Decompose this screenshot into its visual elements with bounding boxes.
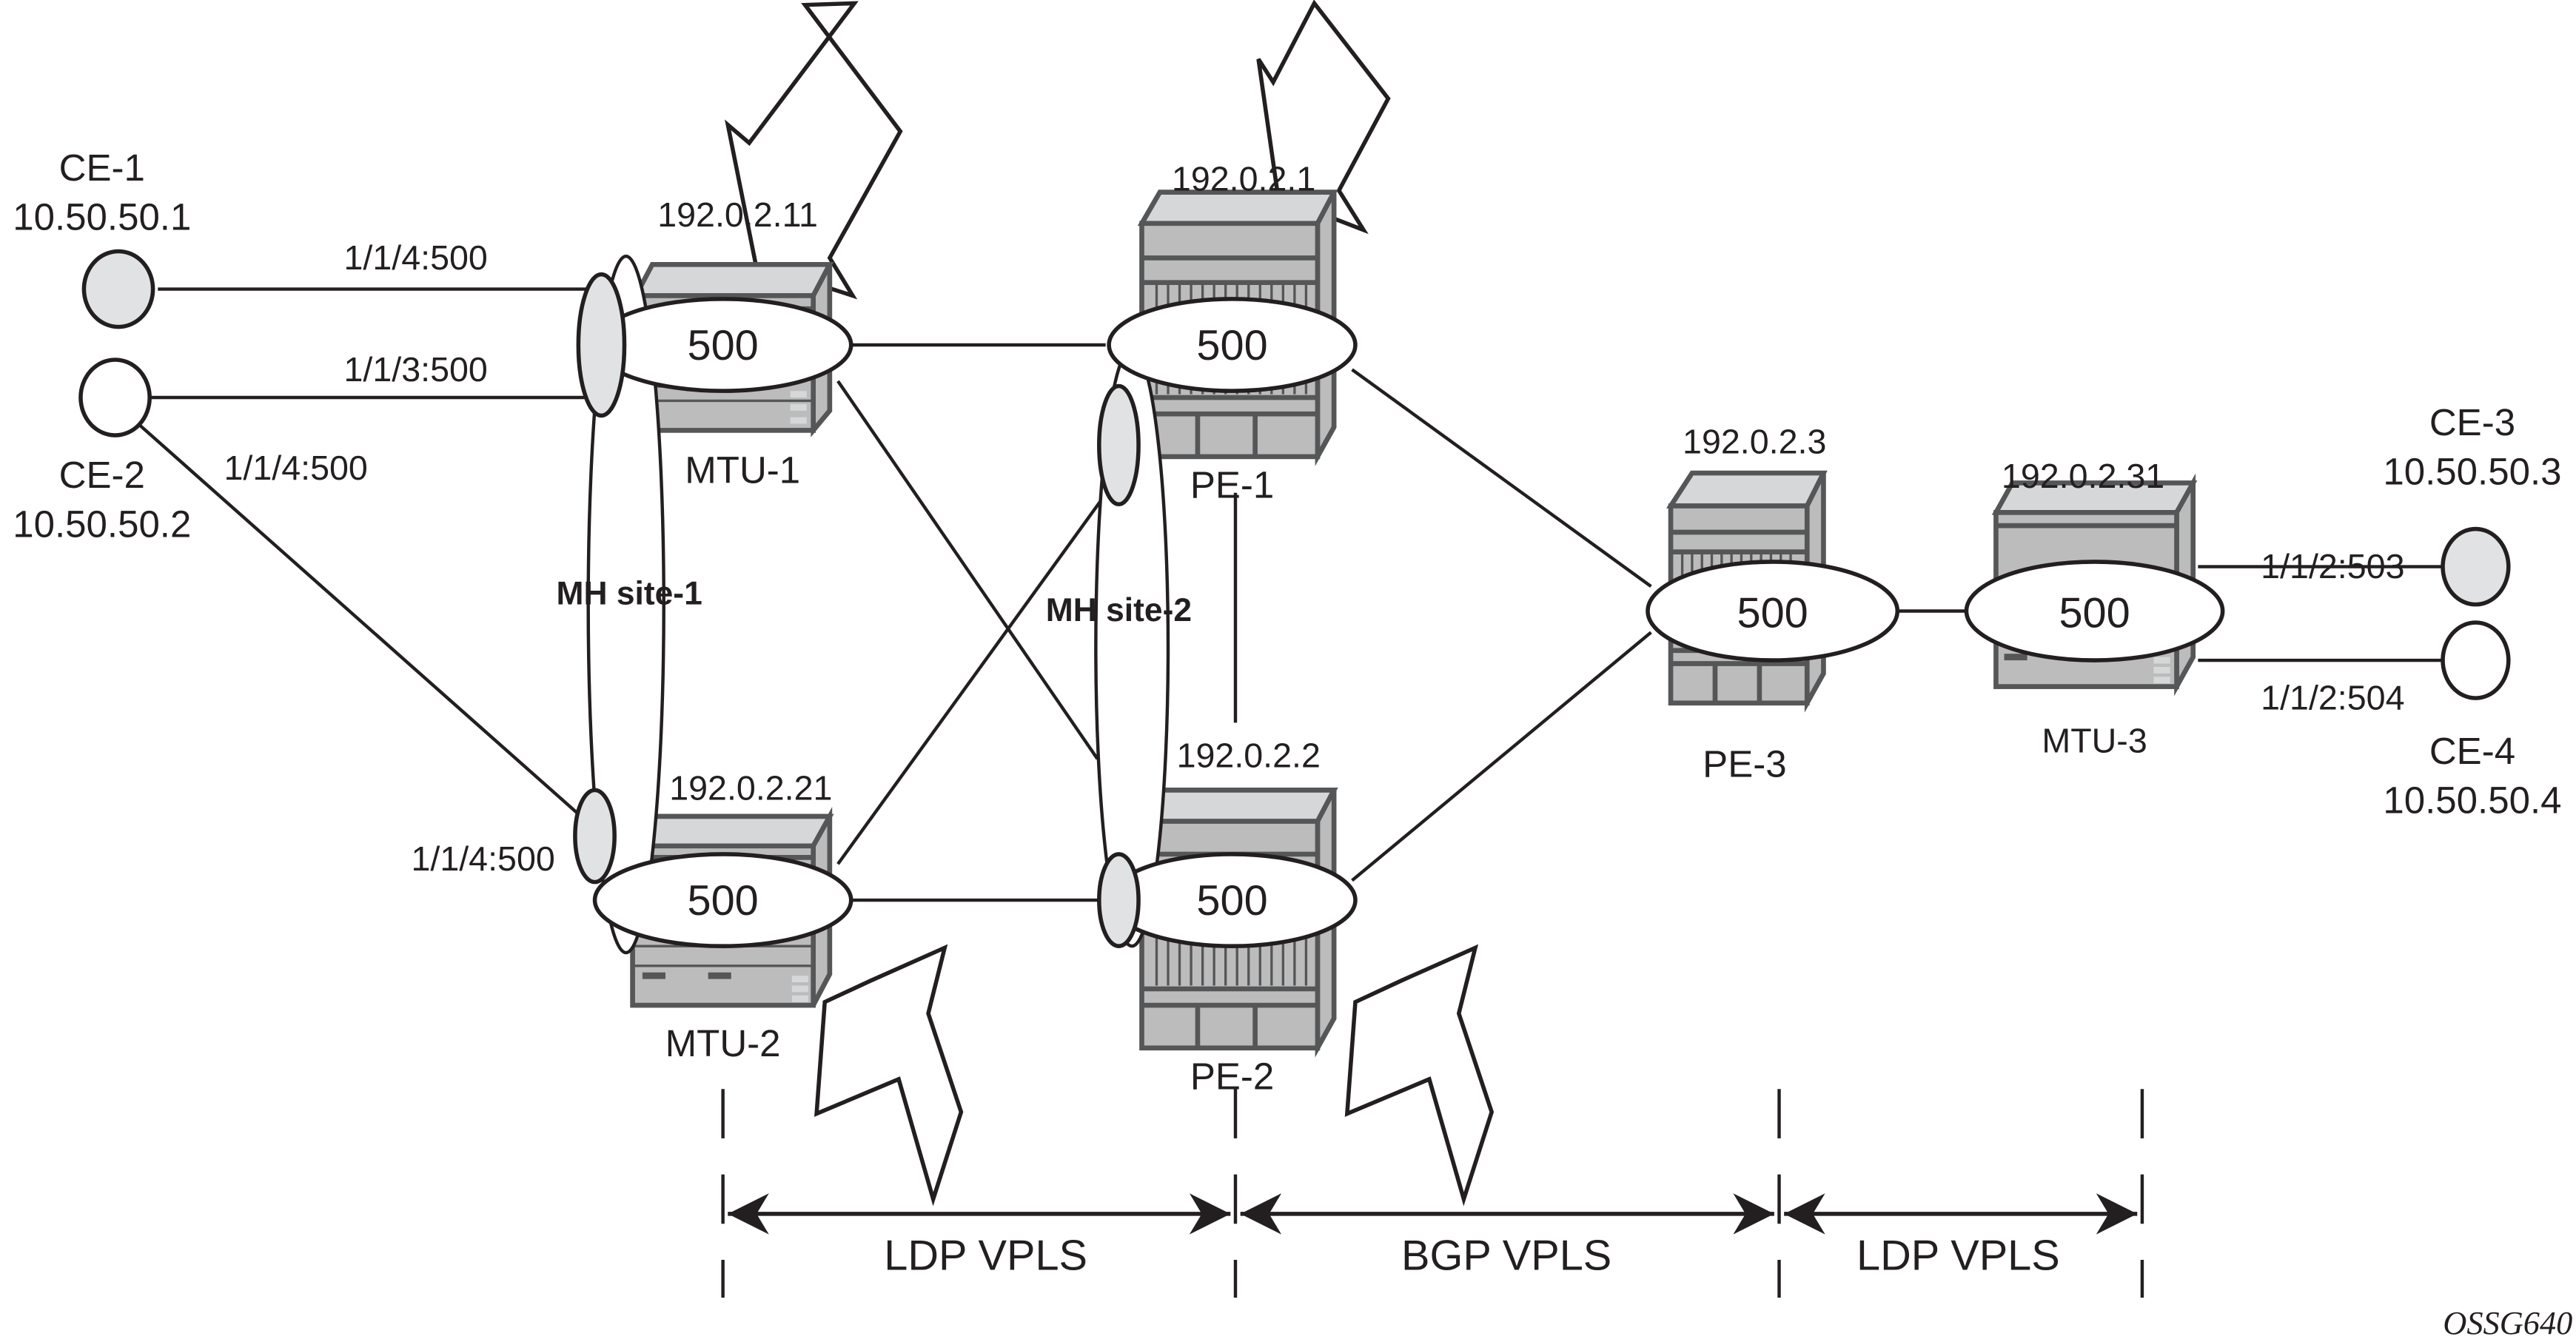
figure-id: OSSG640 — [2443, 1304, 2572, 1341]
mh-site-1-ellipse — [586, 254, 665, 955]
mh-site-1-label: MH site-1 — [557, 576, 702, 612]
mtu1-name: MTU-1 — [685, 449, 800, 491]
link-ce2-mtu2 — [137, 422, 588, 823]
service-mtu2[interactable]: 500 — [592, 852, 853, 948]
service-pe1[interactable]: 500 — [1107, 297, 1358, 393]
service-id-pe1: 500 — [1196, 322, 1267, 369]
mtu2-ip: 192.0.2.21 — [669, 769, 832, 808]
sap-label-mtu3-ce4: 1/1/2:504 — [2261, 679, 2404, 717]
mtu1-ip: 192.0.2.11 — [657, 195, 818, 234]
bottom-arrow-mtu2-icon — [814, 944, 964, 1207]
mh-site-2-label: MH site-2 — [1046, 592, 1192, 628]
link-mtu2-pe1 — [836, 459, 1132, 865]
pe1-name: PE-1 — [1190, 463, 1274, 506]
pe3-ip: 192.0.2.3 — [1683, 422, 1826, 460]
pe2-ip: 192.0.2.2 — [1177, 736, 1321, 774]
mtu2-name: MTU-2 — [665, 1022, 781, 1064]
ce1-ip: 10.50.50.1 — [13, 196, 191, 238]
top-arrow-mtu1-icon — [725, 1, 903, 300]
service-id-pe3: 500 — [1737, 590, 1808, 637]
sap-mtu1 — [576, 272, 627, 418]
link-mtu1-pe2 — [836, 380, 1099, 760]
service-id-pe2: 500 — [1196, 877, 1267, 925]
ce4-node[interactable] — [2441, 620, 2511, 700]
service-id-mtu2: 500 — [688, 877, 759, 925]
pe3-name: PE-3 — [1703, 743, 1786, 785]
service-pe3[interactable]: 500 — [1646, 560, 1900, 662]
link-pe2-pe3 — [1351, 631, 1652, 882]
sap-label-ce2-mtu2: 1/1/4:500 — [411, 839, 554, 878]
mtu3-ip: 192.0.2.31 — [2002, 457, 2164, 495]
mtu3-name: MTU-3 — [2042, 721, 2147, 759]
sap-pe1 — [1097, 383, 1141, 507]
service-id-mtu1: 500 — [688, 322, 759, 369]
bottom-arrow-pe2-icon — [1344, 944, 1495, 1207]
segment-label-bgp-vpls: BGP VPLS — [1401, 1232, 1611, 1279]
sap-label-mtu3-ce3: 1/1/2:503 — [2261, 547, 2404, 586]
ce1-name: CE-1 — [59, 147, 145, 189]
ce4-name: CE-4 — [2429, 730, 2515, 772]
link-pe1-pe3 — [1351, 368, 1652, 588]
sap-label-ce2-mtu1: 1/1/3:500 — [343, 350, 487, 389]
segment-label-ldp-vpls-1: LDP VPLS — [884, 1232, 1087, 1279]
service-pe2[interactable]: 500 — [1107, 852, 1358, 948]
ce4-ip: 10.50.50.4 — [2383, 779, 2561, 821]
ce3-name: CE-3 — [2429, 401, 2515, 443]
sap-label-ce2-side: 1/1/4:500 — [224, 449, 368, 487]
service-mtu1[interactable]: 500 — [592, 297, 853, 393]
ce2-ip: 10.50.50.2 — [13, 503, 191, 546]
ce1-node[interactable] — [81, 249, 155, 329]
sap-mtu2 — [573, 788, 617, 885]
ce2-name: CE-2 — [59, 454, 145, 496]
pe1-ip: 192.0.2.1 — [1172, 159, 1315, 198]
sap-label-ce1-mtu1: 1/1/4:500 — [343, 238, 487, 277]
service-mtu3[interactable]: 500 — [1964, 560, 2225, 662]
segment-label-ldp-vpls-2: LDP VPLS — [1856, 1232, 2060, 1279]
pe2-name: PE-2 — [1190, 1055, 1274, 1097]
sap-pe2 — [1097, 852, 1141, 948]
ce3-ip: 10.50.50.3 — [2383, 451, 2561, 493]
service-id-mtu3: 500 — [2059, 590, 2130, 637]
ce2-node[interactable] — [78, 358, 152, 437]
ce3-node[interactable] — [2441, 526, 2511, 607]
